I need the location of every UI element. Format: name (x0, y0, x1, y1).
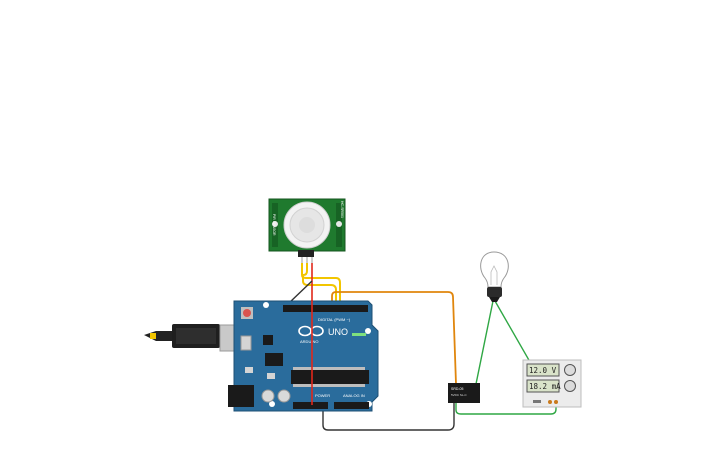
wire-black-gnd (322, 402, 455, 431)
wire-black-pir (288, 280, 313, 304)
power-label: POWER (315, 393, 330, 398)
arduino-logo: UNO ARDUINO (298, 325, 348, 344)
pir-left-label: PIR SENSOR (272, 214, 276, 236)
atmega-chip (291, 370, 369, 384)
wire-green-3 (455, 402, 557, 415)
power-jack[interactable] (228, 385, 254, 407)
power-supply[interactable]: 12.0 V 18.2 mA (522, 359, 582, 408)
analog-label: ANALOG IN (343, 393, 365, 398)
wire-green-1 (475, 300, 494, 385)
board-logo: ARDUINO (300, 339, 318, 344)
arduino-board[interactable]: DIGITAL (PWM ~) UNO ARDUINO POWER ANALOG… (228, 300, 379, 412)
pir-sensor[interactable]: PIR SENSOR HC-SR501 (268, 198, 346, 263)
wire-orange (331, 291, 457, 385)
voltage-value: 12.0 V (529, 366, 557, 375)
pir-dome (283, 201, 331, 249)
bulb-icon[interactable] (480, 251, 509, 302)
wire-yellow-2 (301, 263, 341, 306)
board-model: UNO (328, 327, 348, 337)
voltage-display (526, 363, 560, 377)
current-value: 18.2 mA (529, 382, 561, 391)
current-display (526, 379, 560, 393)
digital-label: DIGITAL (PWM ~) (318, 317, 351, 322)
relay[interactable]: SRD-05 5VDC SL-C (448, 383, 480, 403)
wire-yellow (302, 263, 337, 306)
relay-label: SRD-05 (451, 387, 464, 391)
knob-icon[interactable] (564, 364, 576, 392)
relay-sub: 5VDC SL-C (451, 393, 468, 397)
pir-right-label: HC-SR501 (340, 201, 344, 218)
